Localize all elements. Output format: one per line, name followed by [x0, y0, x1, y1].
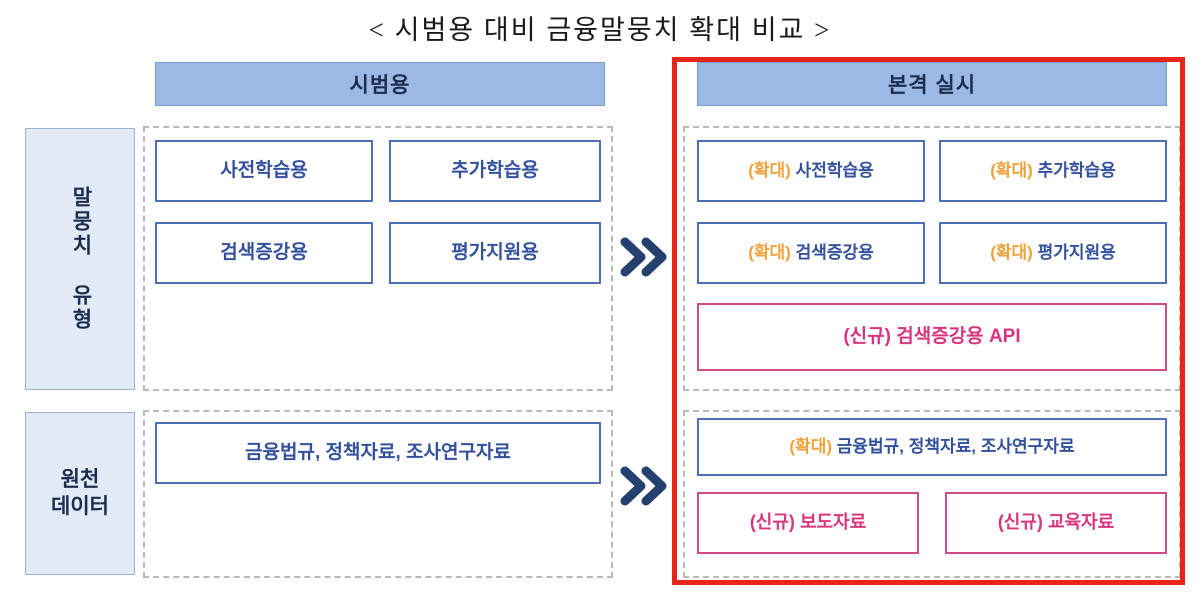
pilot-corpus-item-eval-label: 평가지원용	[451, 241, 539, 263]
full-source-item-laws-tag: (확대)	[789, 436, 832, 456]
pilot-corpus-item-rag[interactable]: 검색증강용	[155, 222, 373, 284]
full-corpus-item-rag-api[interactable]: (신규) 검색증강용 API	[697, 303, 1167, 371]
row-label-corpus-type-text: 말뭉치 유형	[69, 186, 93, 332]
full-source-item-laws[interactable]: (확대) 금융법규, 정책자료, 조사연구자료	[697, 418, 1167, 476]
full-source-item-laws-label: 금융법규, 정책자료, 조사연구자료	[836, 436, 1075, 456]
full-corpus-item-pretrain-label: 사전학습용	[795, 160, 874, 180]
full-source-item-press-tag: (신규)	[749, 512, 795, 533]
pilot-corpus-item-eval[interactable]: 평가지원용	[389, 222, 601, 284]
row-label-source-line1: 원천	[60, 467, 100, 491]
full-source-item-press-label: 보도자료	[799, 512, 867, 533]
double-chevron-right-icon-corpus	[617, 233, 675, 281]
pilot-corpus-item-finetune-label: 추가학습용	[451, 159, 539, 181]
pilot-corpus-item-pretrain-label: 사전학습용	[220, 159, 308, 181]
full-corpus-item-pretrain[interactable]: (확대) 사전학습용	[697, 140, 925, 202]
full-corpus-item-rag-tag: (확대)	[748, 242, 791, 262]
diagram-title: < 시범용 대비 금융말뭉치 확대 비교 >	[368, 15, 832, 45]
full-source-item-education[interactable]: (신규) 교육자료	[945, 492, 1167, 554]
column-header-pilot: 시범용	[155, 62, 605, 106]
full-corpus-item-finetune[interactable]: (확대) 추가학습용	[939, 140, 1167, 202]
row-label-source-line2: 데이터	[51, 494, 109, 518]
full-corpus-item-pretrain-tag: (확대)	[748, 160, 791, 180]
double-chevron-right-icon-source	[617, 462, 675, 510]
full-corpus-item-rag-api-label: 검색증강용 API	[896, 325, 1021, 347]
pilot-corpus-item-finetune[interactable]: 추가학습용	[389, 140, 601, 202]
full-corpus-item-eval[interactable]: (확대) 평가지원용	[939, 222, 1167, 284]
dashed-container-pilot-source	[143, 410, 613, 578]
full-corpus-item-finetune-tag: (확대)	[990, 160, 1033, 180]
column-header-full: 본격 실시	[697, 62, 1167, 106]
full-corpus-item-eval-tag: (확대)	[990, 242, 1033, 262]
row-label-corpus-type: 말뭉치 유형	[25, 128, 135, 390]
full-source-item-education-tag: (신규)	[997, 512, 1043, 533]
pilot-source-item-laws[interactable]: 금융법규, 정책자료, 조사연구자료	[155, 422, 601, 484]
row-label-source-data-text: 원천 데이터	[51, 467, 109, 521]
full-corpus-item-finetune-label: 추가학습용	[1037, 160, 1116, 180]
row-label-source-data: 원천 데이터	[25, 412, 135, 575]
full-corpus-item-eval-label: 평가지원용	[1037, 242, 1116, 262]
full-corpus-item-rag[interactable]: (확대) 검색증강용	[697, 222, 925, 284]
full-source-item-education-label: 교육자료	[1047, 512, 1115, 533]
dashed-container-pilot-corpus	[143, 126, 613, 391]
full-corpus-item-rag-api-tag: (신규)	[843, 325, 891, 347]
pilot-source-item-laws-label: 금융법규, 정책자료, 조사연구자료	[245, 441, 511, 463]
full-corpus-item-rag-label: 검색증강용	[795, 242, 874, 262]
pilot-corpus-item-rag-label: 검색증강용	[220, 241, 308, 263]
pilot-corpus-item-pretrain[interactable]: 사전학습용	[155, 140, 373, 202]
full-source-item-press[interactable]: (신규) 보도자료	[697, 492, 919, 554]
